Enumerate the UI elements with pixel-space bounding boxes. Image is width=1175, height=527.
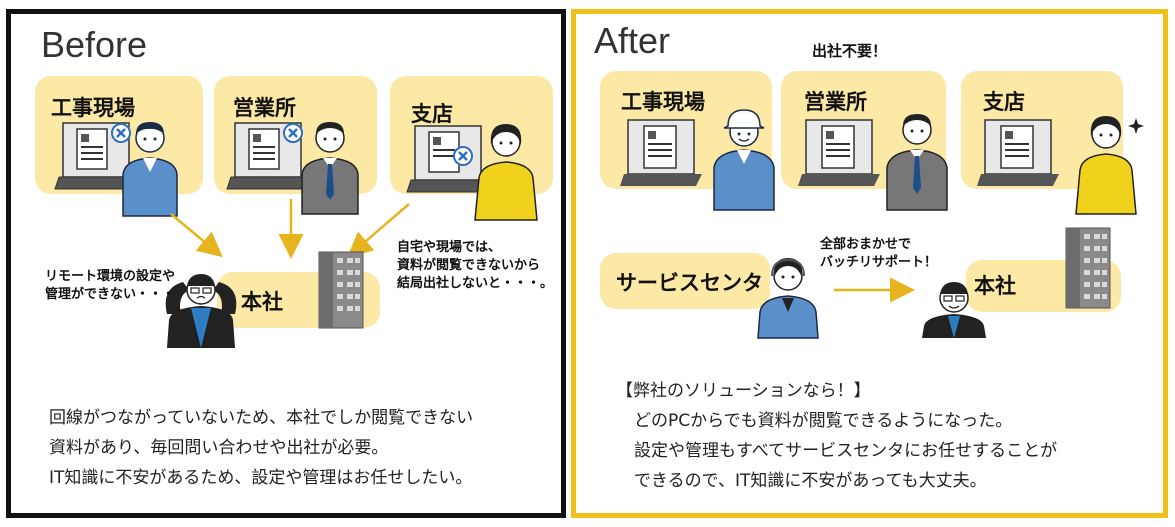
before-label-construction-site: 工事現場 (51, 96, 135, 120)
laptop-document-icon (620, 119, 702, 186)
businessman-icon (886, 114, 948, 211)
laptop-blocked-icon (54, 122, 138, 190)
laptop-blocked-icon (406, 125, 490, 193)
construction-worker-helmet-icon (713, 109, 775, 211)
before-label-branch: 支店 (411, 102, 453, 126)
support-operator-icon (757, 258, 819, 339)
office-building-icon (1065, 227, 1111, 309)
businessman-icon (301, 122, 359, 215)
troubled-person-icon (165, 274, 237, 348)
smiling-person-icon (922, 282, 986, 338)
after-label-branch: 支店 (983, 90, 1025, 114)
no-commute-label: 出社不要！ (812, 42, 888, 60)
after-panel: After 出社不要！ 工事現場 営業所 支店 (571, 9, 1168, 518)
service-center-card (600, 253, 770, 309)
after-description: 【弊社のソリューションなら！】 どのPCからでも資料が閲覧できるようになった。 … (616, 381, 1058, 491)
laptop-document-icon (977, 119, 1059, 186)
support-note: 全部おまかせで バッチリサポート！ (820, 237, 938, 270)
before-note-must-commute: 自宅や現場では、 資料が閲覧できないから 結局出社しないと・・・。 (397, 240, 554, 291)
office-building-icon (318, 251, 364, 329)
before-arrows (170, 199, 410, 259)
before-title: Before (41, 24, 148, 65)
service-center-label: サービスセンタ (616, 271, 763, 295)
businesswoman-icon (474, 124, 538, 221)
laptop-blocked-icon (226, 122, 310, 190)
businesswoman-icon (1075, 116, 1144, 215)
after-label-construction-site: 工事現場 (621, 90, 705, 114)
before-description: 回線がつながっていないため、本社でしか閲覧できない 資料があり、毎回問い合わせや… (49, 408, 474, 488)
laptop-document-icon (798, 119, 880, 186)
after-arrows (834, 277, 915, 303)
before-label-hq: 本社 (241, 290, 283, 314)
after-label-sales-office: 営業所 (804, 90, 867, 114)
construction-worker-icon (122, 122, 178, 217)
before-note-remote-setup: リモート環境の設定や 管理ができない・・・ (45, 269, 176, 302)
after-label-hq: 本社 (974, 274, 1016, 298)
after-title: After (594, 20, 671, 61)
before-label-sales-office: 営業所 (233, 96, 296, 120)
before-panel: Before 工事現場 営業所 支店 (6, 9, 566, 518)
